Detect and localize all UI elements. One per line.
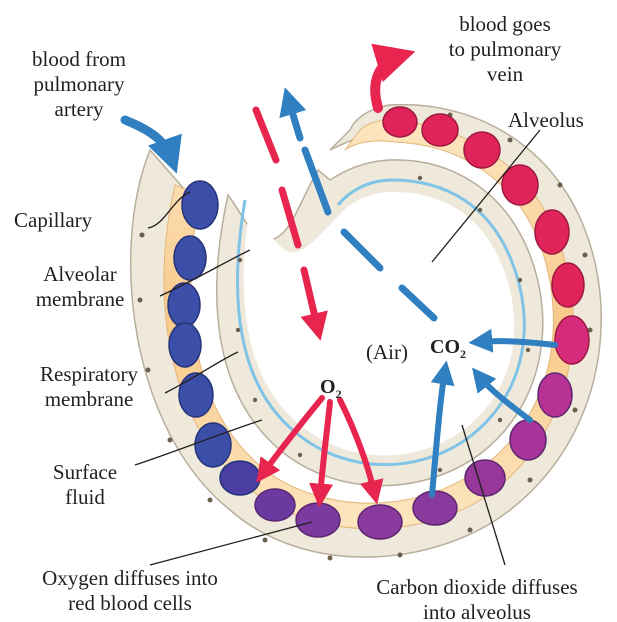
label-alveolar-membrane: Alveolar membrane <box>10 262 150 312</box>
outgoing-blood-arrow <box>375 56 400 108</box>
label-line: Surface <box>30 460 140 485</box>
label-line: artery <box>4 97 154 122</box>
label-line: Carbon dioxide diffuses <box>352 575 602 600</box>
label-air: (Air) <box>366 340 408 365</box>
label-capillary: Capillary <box>14 208 92 233</box>
label-surface-fluid: Surface fluid <box>30 460 140 510</box>
label-line: Oxygen diffuses into <box>10 566 250 591</box>
label-line: red blood cells <box>10 591 250 616</box>
label-line: into alveolus <box>352 600 602 622</box>
label-blood-from-artery: blood from pulmonary artery <box>4 47 154 122</box>
label-o2: O2 <box>320 376 342 402</box>
label-line: membrane <box>10 287 150 312</box>
label-line: Alveolar <box>10 262 150 287</box>
o2-subscript: 2 <box>336 387 342 401</box>
co2-symbol: CO <box>430 336 460 358</box>
label-line: blood goes <box>420 12 590 37</box>
label-line: fluid <box>30 485 140 510</box>
co2-subscript: 2 <box>460 347 466 361</box>
label-line: pulmonary <box>4 72 154 97</box>
label-line: membrane <box>4 387 174 412</box>
label-respiratory-membrane: Respiratory membrane <box>4 362 174 412</box>
label-co2-diffuses: Carbon dioxide diffuses into alveolus <box>352 575 602 622</box>
label-oxygen-diffuses: Oxygen diffuses into red blood cells <box>10 566 250 616</box>
label-line: Respiratory <box>4 362 174 387</box>
label-co2: CO2 <box>430 336 466 362</box>
label-alveolus: Alveolus <box>508 108 584 133</box>
label-line: to pulmonary <box>420 37 590 62</box>
o2-symbol: O <box>320 376 336 398</box>
label-line: vein <box>420 62 590 87</box>
label-line: blood from <box>4 47 154 72</box>
label-blood-to-vein: blood goes to pulmonary vein <box>420 12 590 87</box>
